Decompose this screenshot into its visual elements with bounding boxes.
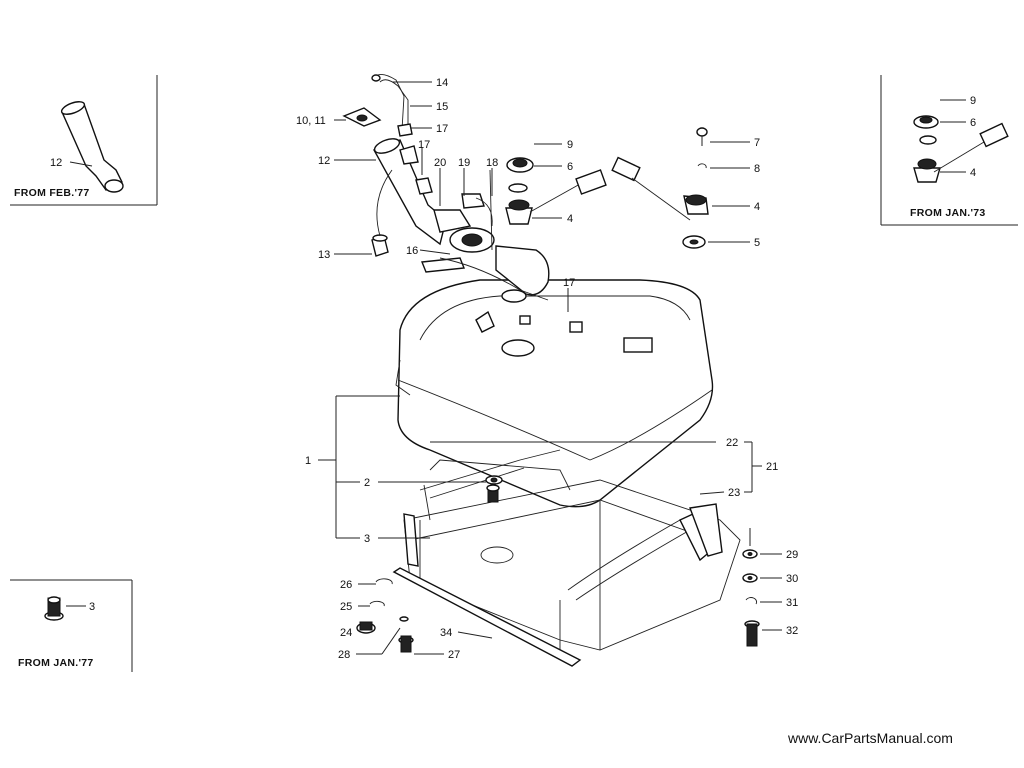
svg-text:9: 9 [970,95,976,107]
callout-22: 22 [726,437,738,449]
callout-20: 20 [434,157,446,169]
callout-34: 34 [440,627,452,639]
svg-text:4: 4 [970,167,976,179]
callout-27: 27 [448,649,460,661]
callout-14: 14 [436,77,448,89]
svg-text:3: 3 [89,601,95,613]
callout-6: 6 [567,161,573,173]
callout-16: 16 [406,245,418,257]
callout-21: 21 [766,461,778,473]
fuel-tank [395,279,714,508]
callout-4: 4 [754,201,760,213]
callout-30: 30 [786,573,798,585]
inset-top-left: FROM FEB.'77 12 [10,75,158,206]
inset-caption-top-right: FROM JAN.'73 [910,207,986,219]
watermark-url: www.CarPartsManual.com [788,730,953,746]
callout-2: 2 [364,477,370,489]
callout-29: 29 [786,549,798,561]
callout-9: 9 [567,139,573,151]
callout-24: 24 [340,627,352,639]
callout-3: 3 [364,533,370,545]
inset-bottom-left: FROM JAN.'77 3 [10,579,133,672]
callout-4: 4 [567,213,573,225]
callout-leaders [318,81,782,655]
tank-straps [419,449,723,557]
svg-text:6: 6 [970,117,976,129]
callout-23: 23 [728,487,740,499]
gauge-unit [505,157,607,225]
callout-19: 19 [458,157,470,169]
svg-text:12: 12 [50,157,62,169]
gauge-unit-inset-part [913,115,1009,183]
callout-labels: 14 15 17 10, 11 12 17 20 19 18 9 6 4 13 … [296,77,798,661]
callout-8: 8 [754,163,760,175]
mount-hardware-left [356,578,414,653]
mount-hardware-right [742,528,760,647]
callout-12: 12 [318,155,330,167]
inset-caption-bottom-left: FROM JAN.'77 [18,657,94,669]
callout-17: 17 [418,139,430,151]
callout-32: 32 [786,625,798,637]
vent-hoses [342,74,413,137]
tank-bolts [485,475,503,503]
callout-17: 17 [436,123,448,135]
callout-7: 7 [754,137,760,149]
callout-13: 13 [318,249,330,261]
callout-18: 18 [486,157,498,169]
callout-10-11: 10, 11 [296,115,326,127]
callout-31: 31 [786,597,798,609]
callout-17: 17 [563,277,575,289]
callout-26: 26 [340,579,352,591]
callout-28: 28 [338,649,350,661]
inset-top-right: FROM JAN.'73 9 6 4 [880,75,1018,226]
bolt-inset-part [44,596,64,621]
callout-15: 15 [436,101,448,113]
callout-1: 1 [305,455,311,467]
callout-5: 5 [754,237,760,249]
sender-unit [611,127,709,249]
filler-neck-assembly [371,138,550,301]
inset-caption-top-left: FROM FEB.'77 [14,187,90,199]
filler-neck-inset-part [60,101,124,193]
callout-25: 25 [340,601,352,613]
